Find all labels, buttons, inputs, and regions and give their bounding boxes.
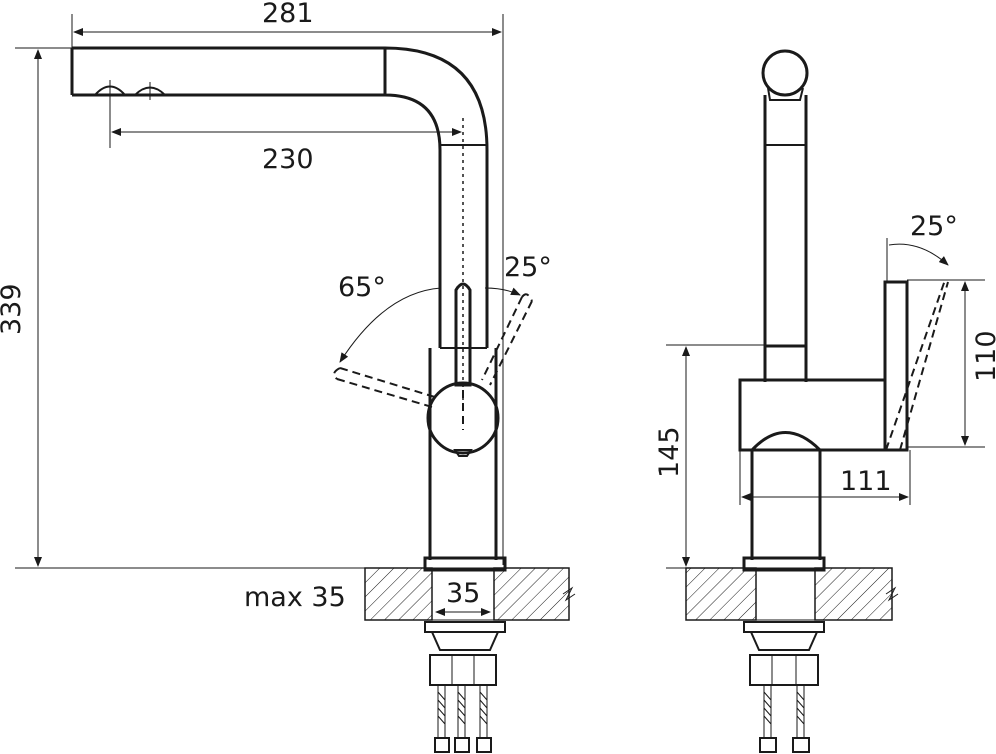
dim-label-281: 281 (262, 0, 314, 29)
mounting-hardware-front (424, 621, 506, 753)
body-column (428, 348, 498, 560)
handle-rotated-left (333, 367, 439, 408)
dim-label-145: 145 (654, 426, 685, 478)
side-view: 25° 110 145 111 (654, 49, 996, 753)
side-handle (883, 280, 909, 452)
countertop-side (685, 567, 899, 621)
dim-label-339: 339 (0, 283, 27, 335)
angle-arc-65 (339, 287, 442, 363)
side-angle-label: 25° (910, 211, 958, 242)
front-view: 65° 25° 281 230 339 max 35 35 (0, 0, 576, 753)
dim-label-230: 230 (262, 144, 314, 175)
dim-label-35: 35 (446, 578, 480, 609)
aerator-nozzles (93, 80, 167, 100)
countertop-front (364, 567, 576, 621)
spout-head (761, 49, 809, 97)
label-max-thickness: max 35 (244, 582, 346, 613)
angle-arc-25 (484, 287, 521, 296)
spout-outline (70, 46, 489, 348)
side-angle-arc (888, 243, 949, 266)
handle-upright (426, 282, 500, 457)
side-column (763, 95, 808, 382)
dim-label-110: 110 (971, 330, 996, 382)
angle-label-25: 25° (504, 252, 552, 283)
side-body-curve (750, 431, 822, 452)
side-handle-rotated (885, 279, 949, 451)
side-body-base (742, 556, 826, 572)
dim-label-111: 111 (840, 466, 892, 497)
mounting-hardware-side (743, 621, 825, 753)
body-base (423, 556, 507, 572)
aerator-side (767, 87, 804, 101)
handle-rotated-right (481, 293, 533, 386)
angle-label-65: 65° (338, 272, 386, 303)
